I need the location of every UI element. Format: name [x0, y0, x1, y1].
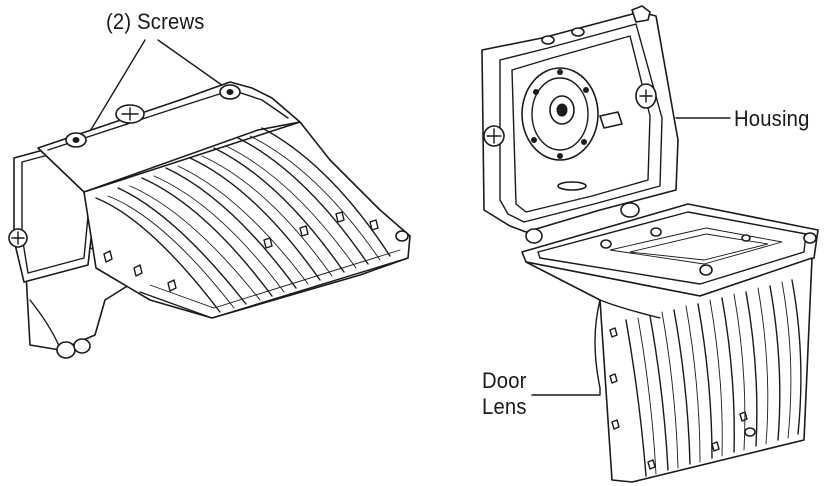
open-fixture [481, 5, 819, 483]
top-rim [37, 81, 301, 193]
bottom-hinge [56, 341, 76, 359]
screw-leader-left [85, 39, 146, 139]
door-lens [525, 257, 813, 483]
lens-label: Lens [482, 394, 527, 419]
screws-label: (2) Screws [106, 9, 205, 34]
door-label: Door [482, 368, 527, 393]
door-lens-leader [531, 387, 601, 396]
housing-hinge-left [525, 228, 543, 244]
housing-label: Housing [734, 106, 810, 131]
housing-hinge-right [620, 202, 640, 218]
screw-leader-right [157, 39, 227, 89]
closed-fixture [8, 39, 411, 359]
